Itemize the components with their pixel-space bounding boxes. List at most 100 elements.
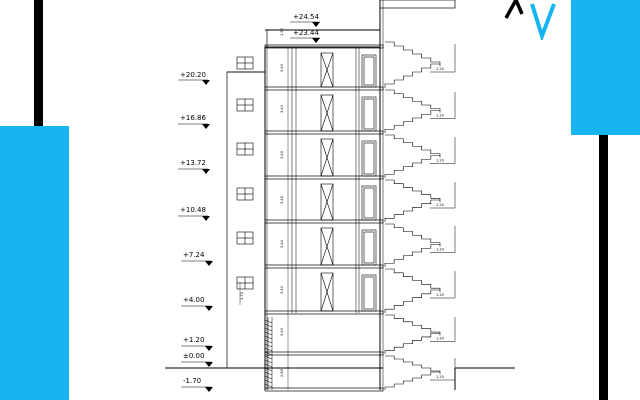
window-cross: [320, 138, 334, 177]
floor-slab: [264, 44, 384, 49]
door: [361, 274, 377, 312]
door: [363, 231, 375, 264]
door: [361, 185, 377, 221]
stair-flight: [385, 355, 441, 374]
hatch: [264, 331, 273, 336]
window-cross: [320, 272, 334, 312]
hatch: [264, 355, 273, 360]
ground-height-dim: 3.40: [280, 328, 284, 336]
window-cross: [320, 94, 334, 132]
floor-slab: [264, 86, 384, 91]
hatch: [264, 339, 273, 344]
window-cross: [320, 94, 334, 132]
floor-slab: [264, 219, 384, 224]
floor-height-dim: 3.44: [280, 239, 284, 248]
stair-flight: [385, 314, 441, 336]
stair-landing-label: 1.20: [436, 159, 444, 163]
stair-landing-label: 1.20: [436, 203, 444, 207]
hatch: [264, 327, 273, 332]
level-marker: [205, 306, 213, 311]
stair-landing-label: 1.20: [436, 67, 444, 71]
stair-flight: [384, 289, 440, 313]
door: [363, 276, 375, 310]
window-cross: [320, 183, 334, 221]
top-level-label: +24.54: [293, 13, 319, 21]
hatch: [264, 319, 273, 324]
floor-height-dim: 3.44: [280, 104, 284, 113]
level-marker: [205, 261, 213, 266]
window-cross: [320, 52, 334, 88]
floor-slab: [264, 264, 384, 269]
hatch: [264, 371, 273, 376]
stair-flight: [384, 110, 440, 133]
hatch: [264, 363, 273, 368]
level-marker: [312, 22, 320, 27]
door: [361, 140, 377, 177]
stair-flight: [385, 223, 441, 247]
level-label: +16.86: [180, 114, 206, 122]
floor-height-dim: 3.40: [280, 196, 284, 204]
level-label: +1.20: [183, 336, 204, 344]
hatch: [264, 351, 273, 356]
level-marker: [205, 387, 213, 392]
stair-landing-label: 1.20: [436, 293, 444, 297]
left-blue-panel: [0, 126, 69, 400]
hatch: [264, 375, 273, 380]
level-marker: [205, 362, 213, 367]
hatch: [264, 323, 273, 328]
hatch: [264, 359, 273, 364]
floor-height-dim: 3.40: [280, 64, 284, 72]
door: [363, 187, 375, 219]
floor-slab: [264, 310, 384, 315]
floor-slab: [264, 351, 384, 356]
door: [363, 142, 375, 175]
stair-flight: [385, 134, 441, 158]
level-marker: [205, 346, 213, 351]
stair-flight: [384, 333, 440, 354]
level-label: +7.24: [183, 251, 205, 259]
stair-landing-label: 1.20: [436, 248, 444, 252]
stair-landing-label: 1.20: [436, 375, 444, 379]
floor-slab: [264, 130, 384, 135]
hatch: [264, 347, 273, 352]
stair-flight: [385, 41, 441, 66]
window-cross: [320, 227, 334, 266]
door: [361, 229, 377, 266]
window-cross: [320, 52, 334, 88]
door: [363, 98, 375, 130]
floor-slab: [264, 175, 384, 180]
level-marker: [202, 124, 210, 129]
level-marker: [202, 169, 210, 174]
level-marker: [202, 80, 210, 85]
stair-flight: [384, 199, 440, 222]
stair-tower-top: [379, 0, 456, 9]
window-cross: [320, 138, 334, 177]
stair-landing-label: 1.20: [436, 114, 444, 118]
door: [361, 54, 377, 88]
stair-landing-label: 1.20: [436, 337, 444, 341]
door: [363, 56, 375, 86]
hatch: [264, 335, 273, 340]
floor-slab: [264, 387, 384, 392]
hatch: [264, 367, 273, 372]
stair-flight: [384, 63, 440, 88]
annex-outline: [226, 71, 266, 369]
av-logo-icon: [504, 0, 556, 40]
hatch: [264, 343, 273, 348]
stair-flight: [385, 179, 441, 202]
ground-height-dim: 2.80: [280, 369, 284, 377]
level-label: +20.20: [180, 71, 206, 79]
level-label: +10.48: [180, 206, 206, 214]
stair-flight: [384, 244, 440, 267]
stair-flight: [384, 371, 440, 390]
hatch: [264, 379, 273, 384]
left-black-bar: [34, 0, 43, 126]
top-level-label: +23.44: [293, 29, 319, 37]
level-label: +4.00: [183, 296, 204, 304]
window-cross: [320, 183, 334, 221]
door: [361, 96, 377, 132]
level-label: +13.72: [180, 159, 206, 167]
floor-height-dim: 3.40: [280, 151, 284, 159]
right-black-bar: [599, 135, 608, 400]
